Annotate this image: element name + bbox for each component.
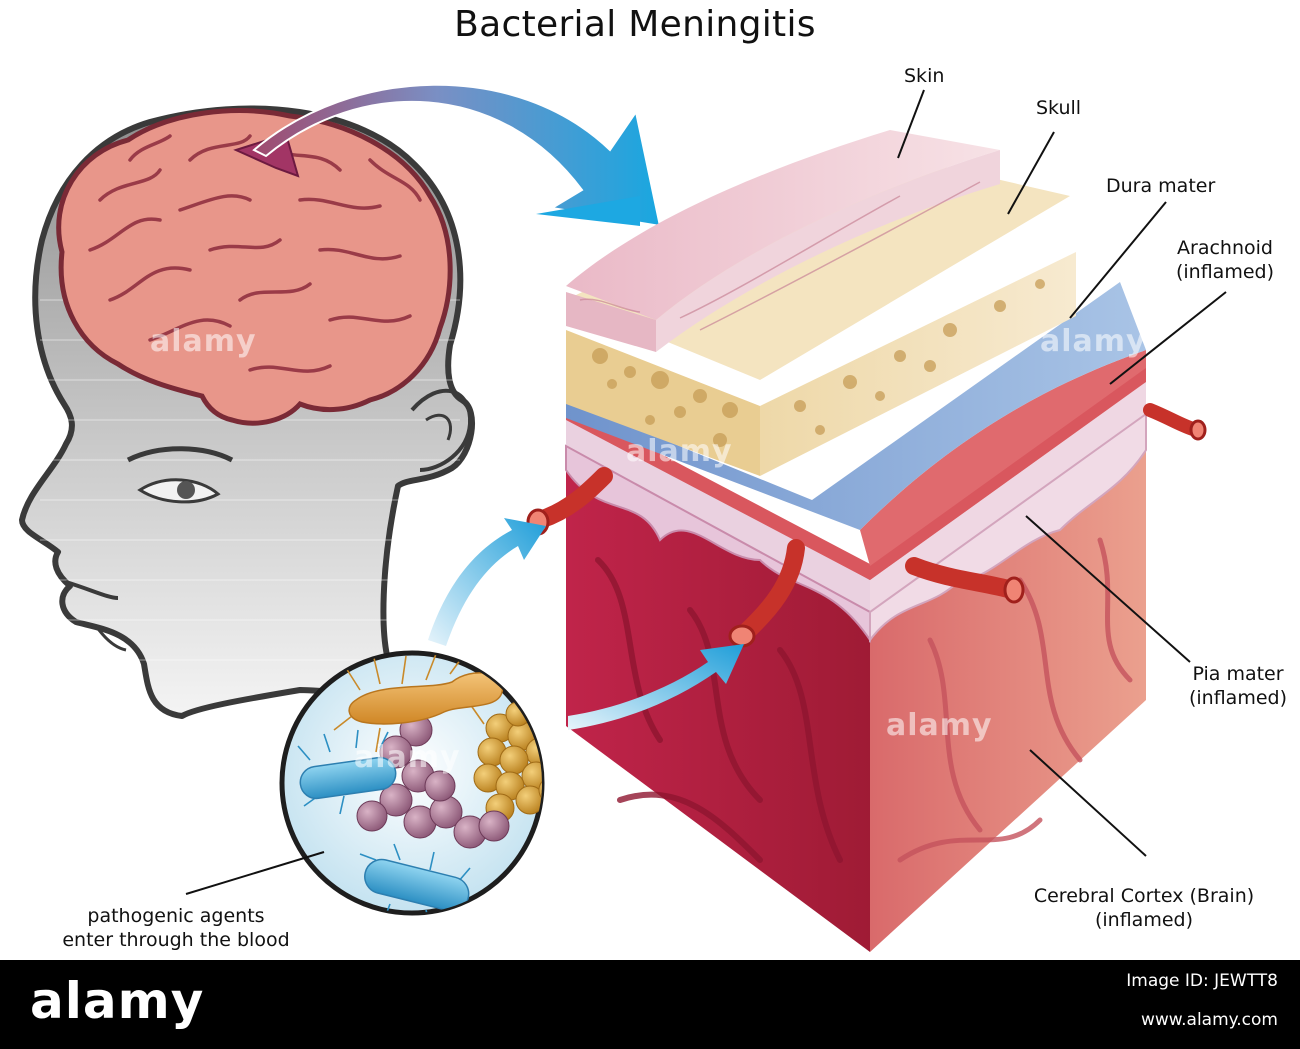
pathogen-circle [279,650,545,916]
label-dura-mater: Dura mater [1106,175,1216,197]
watermark: alamy [354,740,461,775]
footer-url: www.alamy.com [1140,1010,1278,1030]
label-pathogen-line2: enter through the blood [62,929,290,951]
label-skin: Skin [904,65,945,87]
diagram-title: Bacterial Meningitis [454,4,816,45]
label-cerebral-cortex: Cerebral Cortex (Brain) (inflamed) [1000,884,1288,932]
label-pia-mater: Pia mater (inflamed) [1182,662,1294,710]
label-pia-line1: Pia mater [1192,663,1284,685]
label-arachnoid-line2: (inflamed) [1175,261,1274,283]
blood-vessels [526,403,1207,648]
label-pathogenic-agents: pathogenic agents enter through the bloo… [36,904,316,952]
footer-image-id: Image ID: JEWTT8 [1126,971,1278,991]
footer-logo: alamy [30,972,205,1030]
watermark: alamy [150,324,257,359]
label-cortex-line1: Cerebral Cortex (Brain) [1033,885,1255,907]
label-pia-line2: (inflamed) [1188,687,1287,709]
stock-footer: alamy Image ID: JEWTT8 www.alamy.com [0,960,1300,1049]
watermark: alamy [1040,324,1147,359]
watermark: alamy [886,708,993,743]
pathogen-arrows [428,518,744,730]
label-arachnoid: Arachnoid (inflamed) [1160,236,1290,284]
watermark: alamy [626,434,733,469]
big-arrow [252,83,662,228]
label-pathogen-line1: pathogenic agents [87,905,265,927]
cortex-block [526,130,1207,952]
label-cortex-line2: (inflamed) [1094,909,1193,931]
label-skull: Skull [1036,97,1082,119]
label-arachnoid-line1: Arachnoid [1177,237,1273,259]
brain [56,108,453,426]
leader-lines [185,89,1227,895]
meningitis-illustration [19,83,1227,952]
